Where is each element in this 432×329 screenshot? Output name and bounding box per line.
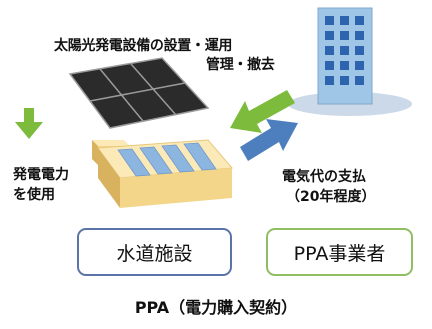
power-supply-arrow-icon bbox=[15, 108, 43, 139]
ppa-operator-box: PPA事業者 bbox=[266, 228, 413, 276]
payment-period-label: （20年程度） bbox=[286, 189, 376, 205]
install-arrow-icon bbox=[230, 90, 295, 133]
use-power-label: 発電電力 bbox=[13, 167, 69, 183]
manage-remove-label: 管理・撤去 bbox=[206, 57, 275, 73]
use-power-label-line2: を使用 bbox=[13, 187, 55, 203]
solar-panel-icon bbox=[68, 57, 210, 129]
payment-arrow-icon bbox=[240, 119, 298, 161]
install-operate-label: 太陽光発電設備の設置・運用 bbox=[54, 38, 233, 54]
office-building-icon bbox=[288, 7, 412, 116]
water-facility-icon bbox=[92, 139, 234, 208]
water-facility-box: 水道施設 bbox=[77, 228, 232, 276]
diagram-caption: PPA（電力購入契約） bbox=[134, 298, 298, 317]
payment-label: 電気代の支払 bbox=[282, 169, 366, 185]
